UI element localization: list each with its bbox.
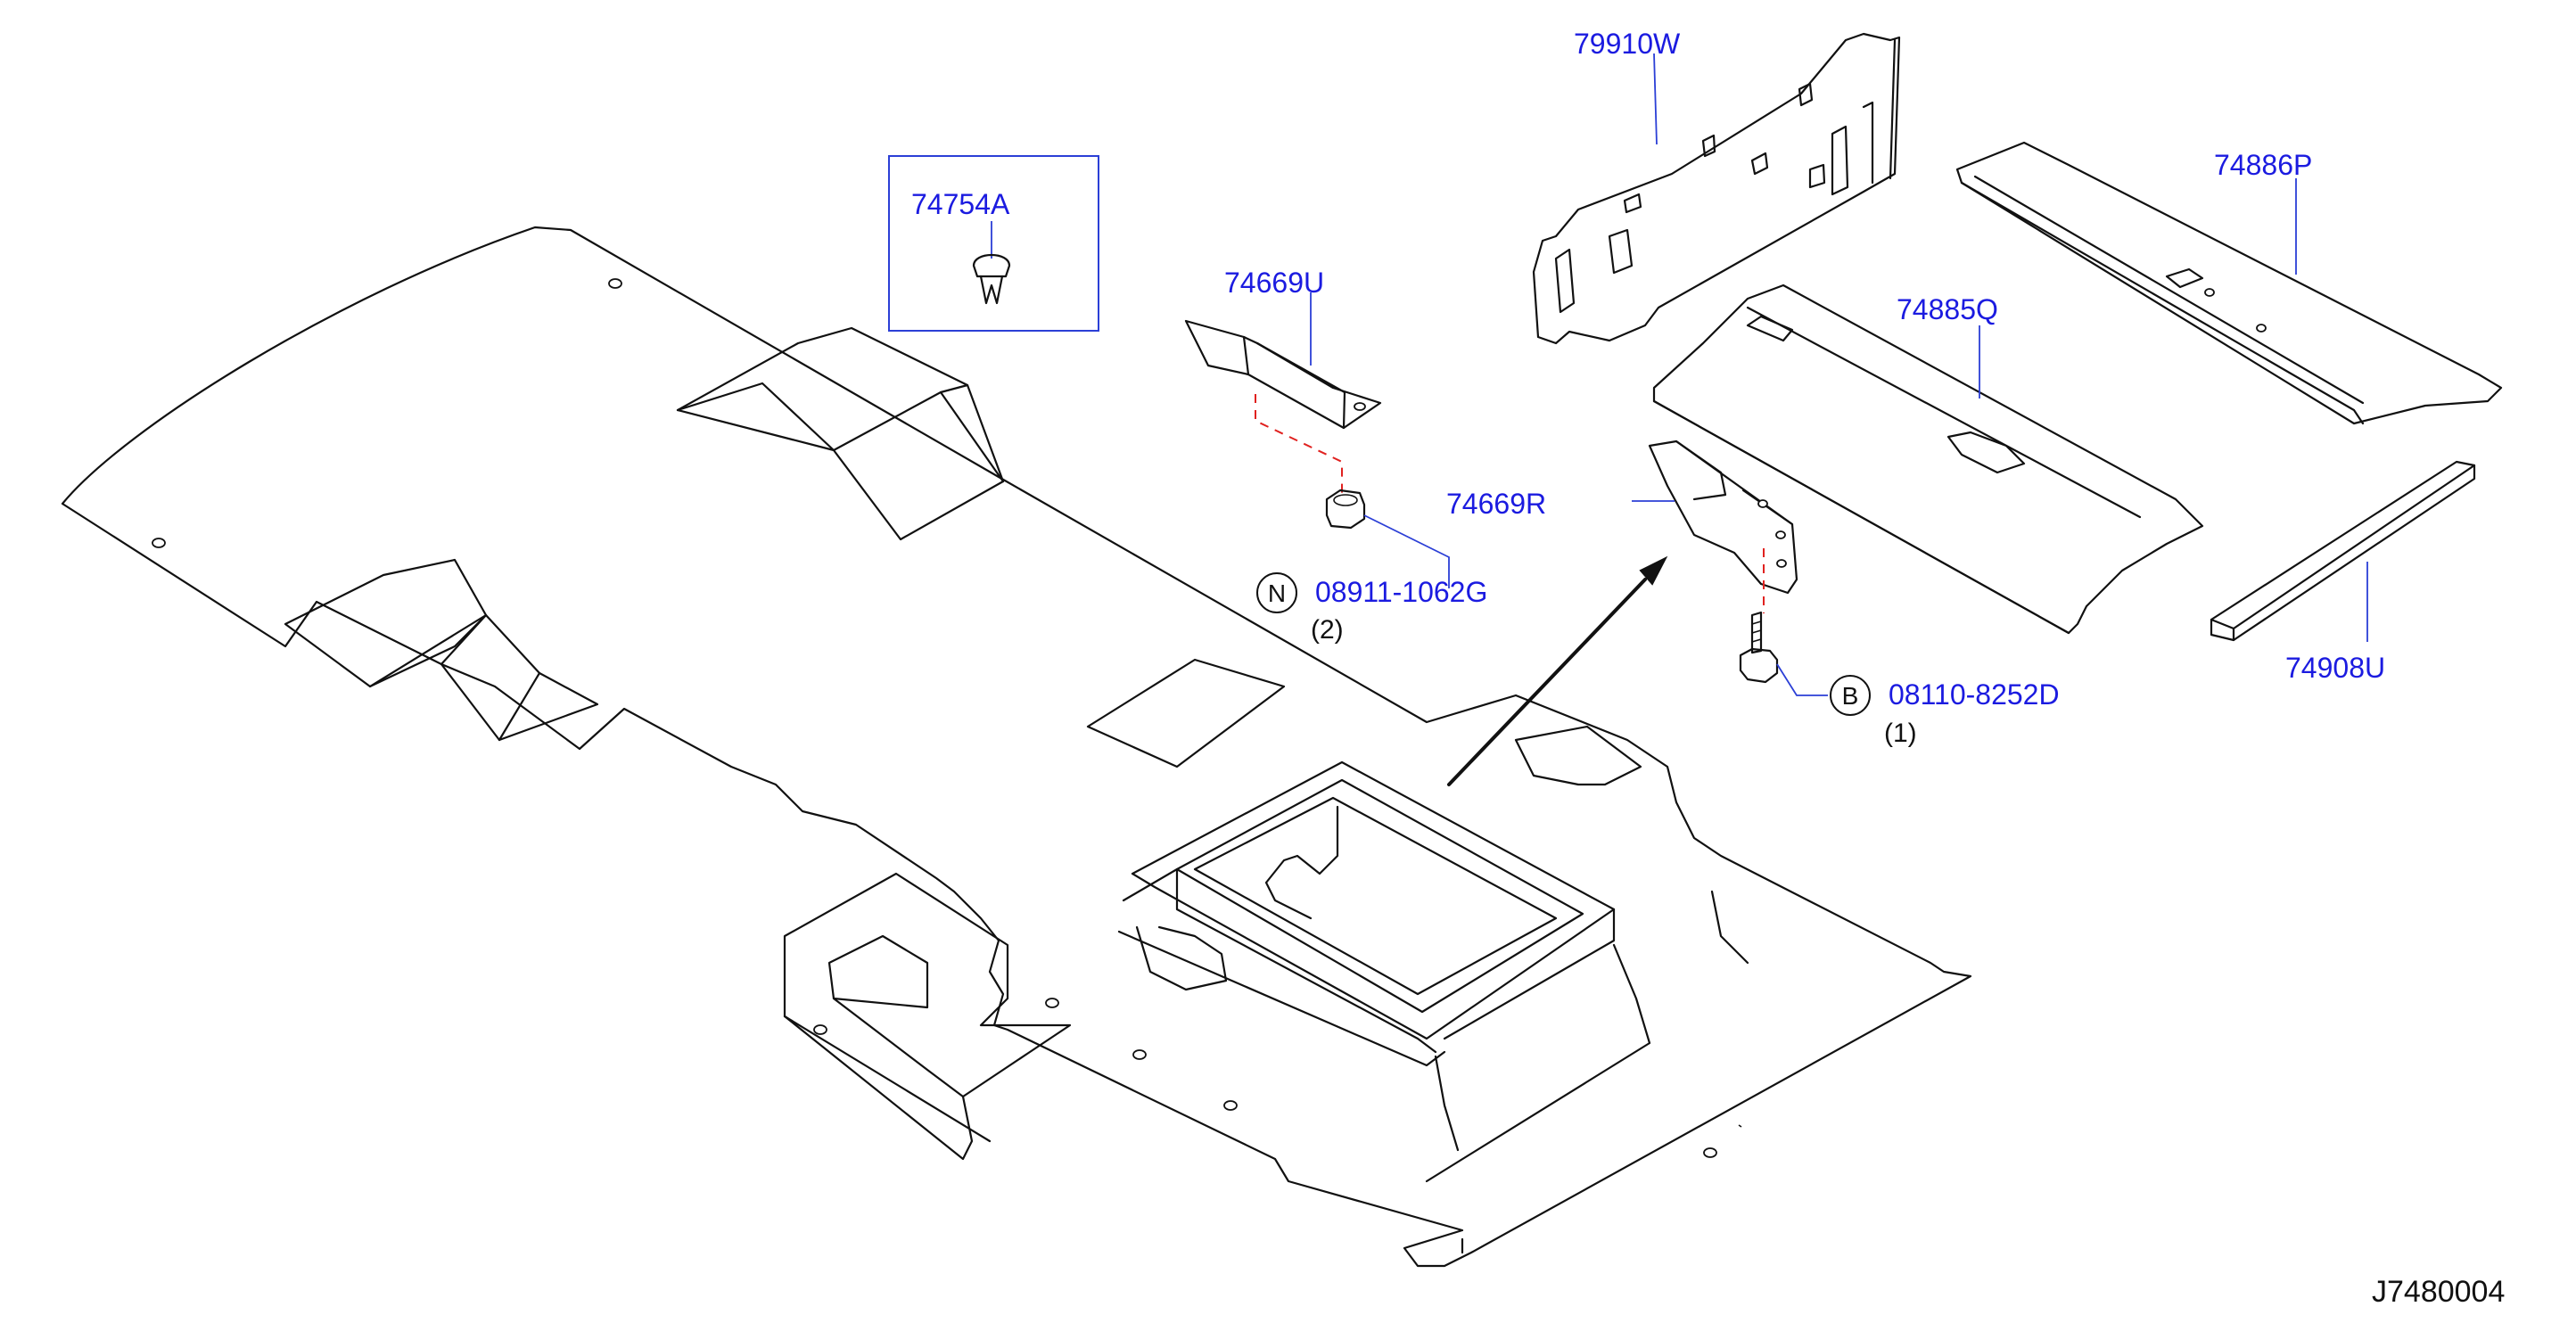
bracket-74669u <box>1184 292 1382 495</box>
rail-74885q <box>1652 284 2204 635</box>
bolt-quantity: (1) <box>1884 719 1917 748</box>
diagram-code: J7480004 <box>2372 1275 2505 1309</box>
label-74669u: 74669U <box>1224 267 1324 299</box>
nut-quantity: (2) <box>1311 615 1344 645</box>
label-79910w: 79910W <box>1574 28 1681 60</box>
label-08911-1062g: 08911-1062G <box>1315 576 1487 608</box>
bolt-fastener <box>1739 611 1828 696</box>
strip-74908u <box>2210 460 2476 642</box>
bracket-74669r <box>1632 440 1798 613</box>
nut-symbol: N <box>1268 579 1286 607</box>
label-08110-8252d: 08110-8252D <box>1889 678 2060 711</box>
nut-callout: N 08911-1062G (2) <box>1256 572 1487 645</box>
floor-insulator <box>61 226 1972 1268</box>
nut-fastener <box>1325 489 1450 588</box>
label-74908u: 74908U <box>2285 652 2385 684</box>
clip-box <box>888 155 1099 332</box>
label-74669r: 74669R <box>1446 488 1546 520</box>
label-74885q: 74885Q <box>1897 293 1998 325</box>
bolt-symbol: B <box>1842 682 1859 710</box>
direction-arrow <box>1447 555 1668 786</box>
panel-79910w <box>1532 32 1901 345</box>
label-74754a: 74754A <box>911 188 1010 220</box>
rail-74886p <box>1955 141 2503 425</box>
label-74886p: 74886P <box>2214 149 2312 181</box>
bolt-callout: B 08110-8252D (1) <box>1830 675 2060 748</box>
